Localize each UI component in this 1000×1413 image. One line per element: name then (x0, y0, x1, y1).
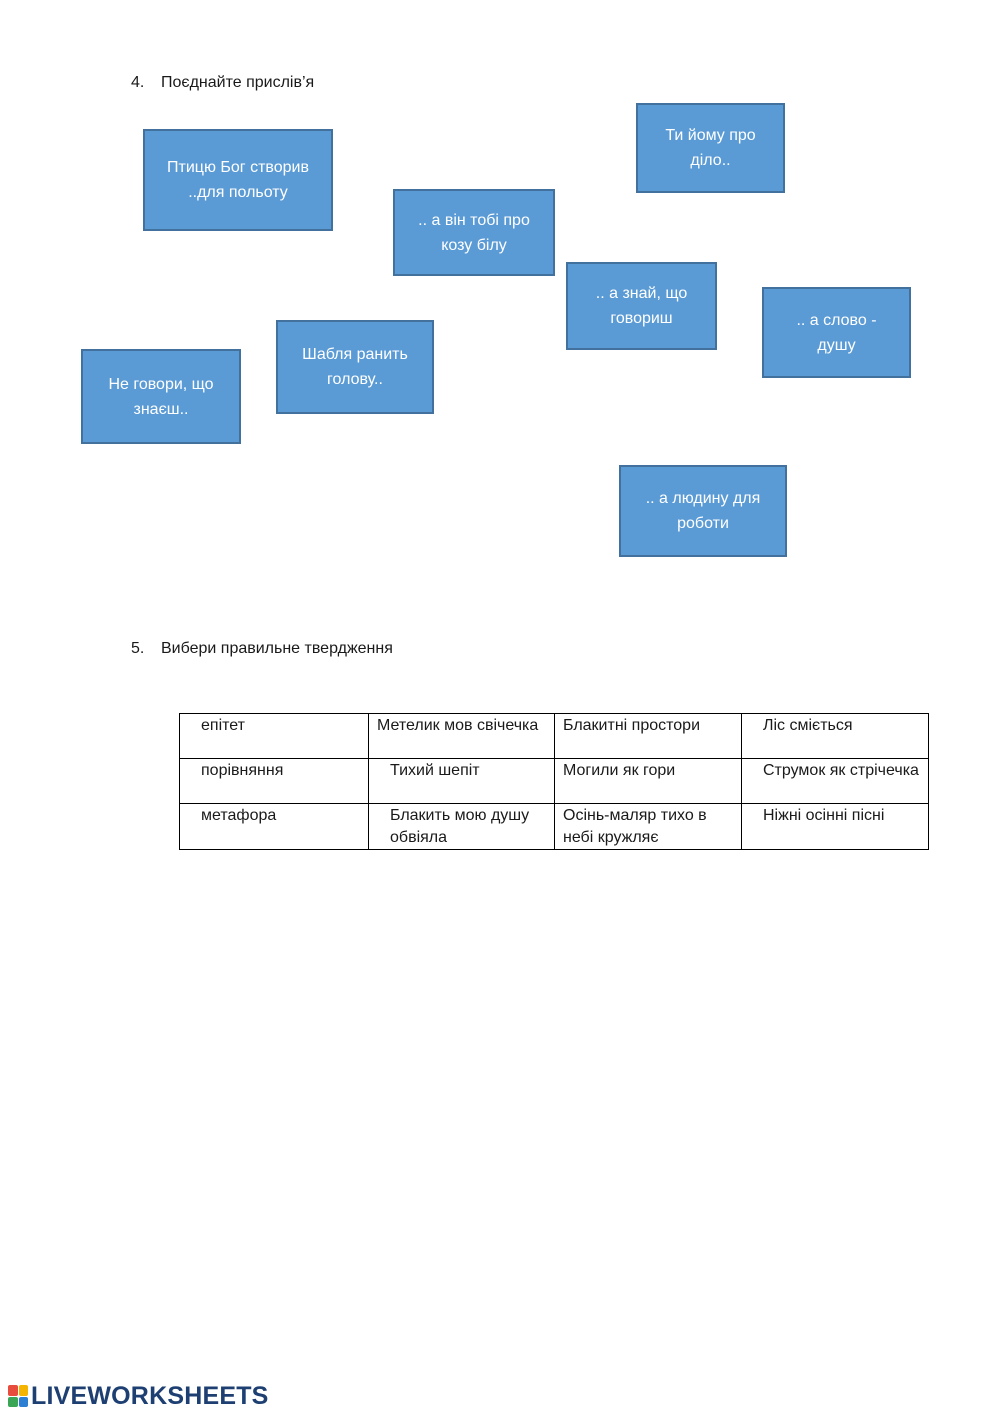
option-cell[interactable]: Метелик мов свічечка (368, 713, 555, 759)
card-line: душу (817, 336, 856, 354)
card-line: ..для польоту (188, 184, 288, 201)
card-line: Не говори, що (108, 375, 214, 393)
card-line: Шабля ранить (302, 346, 408, 363)
logo-text: LIVEWORKSHEETS (31, 1381, 269, 1410)
task4-heading: 4. Поєднайте прислів’я (131, 73, 314, 93)
card-line: .. а людину для (645, 490, 761, 507)
option-cell[interactable]: Струмок як стрічечка (741, 758, 929, 804)
card-line: Птицю Бог створив (167, 159, 309, 176)
card-ne-hovory[interactable]: Не говори, що знаєш.. (81, 349, 241, 444)
card-line: .. а слово - (796, 311, 877, 329)
card-ptytsiu[interactable]: Птицю Бог створив ..для польоту (143, 129, 333, 231)
row-label: порівняння (179, 758, 369, 804)
logo-block (8, 1385, 18, 1396)
table-row: метафора Блакить мою душу обвіяла Осінь-… (179, 803, 929, 850)
card-a-slovo[interactable]: .. а слово - душу (762, 287, 911, 378)
task5-number: 5. (131, 640, 145, 657)
table-row: порівняння Тихий шепіт Могили як гори Ст… (179, 758, 929, 804)
card-line: діло.. (690, 152, 731, 169)
card-a-liudynu[interactable]: .. а людину для роботи (619, 465, 787, 557)
card-a-vin-tobi[interactable]: .. а він тобі про козу білу (393, 189, 555, 276)
task4-title: Поєднайте прислів’я (161, 74, 315, 91)
option-cell[interactable]: Ліс сміється (741, 713, 929, 759)
card-line: говориш (610, 310, 673, 327)
task5-title: Вибери правильне твердження (161, 640, 393, 657)
card-line: .. а він тобі про (418, 211, 530, 229)
task5-heading: 5. Вибери правильне твердження (131, 639, 393, 659)
option-cell[interactable]: Могили як гори (554, 758, 742, 804)
liveworksheets-logo: LIVEWORKSHEETS (8, 1381, 269, 1410)
table-row: епітет Метелик мов свічечка Блакитні про… (179, 713, 929, 759)
row-label: метафора (179, 803, 369, 850)
option-cell[interactable]: Блакить мою душу обвіяла (368, 803, 555, 850)
logo-block (18, 1385, 28, 1396)
card-line: знаєш.. (133, 400, 189, 418)
option-cell[interactable]: Блакитні простори (554, 713, 742, 759)
option-cell[interactable]: Тихий шепіт (368, 758, 555, 804)
card-shablia[interactable]: Шабля ранить голову.. (276, 320, 434, 414)
logo-block (8, 1396, 18, 1407)
card-line: голову.. (327, 371, 383, 388)
option-cell[interactable]: Ніжні осінні пісні (741, 803, 929, 850)
statements-table: епітет Метелик мов свічечка Блакитні про… (179, 713, 929, 850)
row-label: епітет (179, 713, 369, 759)
card-line: козу білу (441, 236, 507, 254)
option-cell[interactable]: Осінь-маляр тихо в небі кружляє (554, 803, 742, 850)
logo-block (18, 1396, 28, 1407)
task4-number: 4. (131, 74, 145, 91)
card-ty-yomu[interactable]: Ти йому про діло.. (636, 103, 785, 193)
logo-blocks-icon (8, 1385, 28, 1407)
card-a-znai[interactable]: .. а знай, що говориш (566, 262, 717, 350)
card-line: Ти йому про (665, 127, 756, 144)
card-line: .. а знай, що (595, 285, 688, 302)
card-line: роботи (677, 515, 729, 532)
